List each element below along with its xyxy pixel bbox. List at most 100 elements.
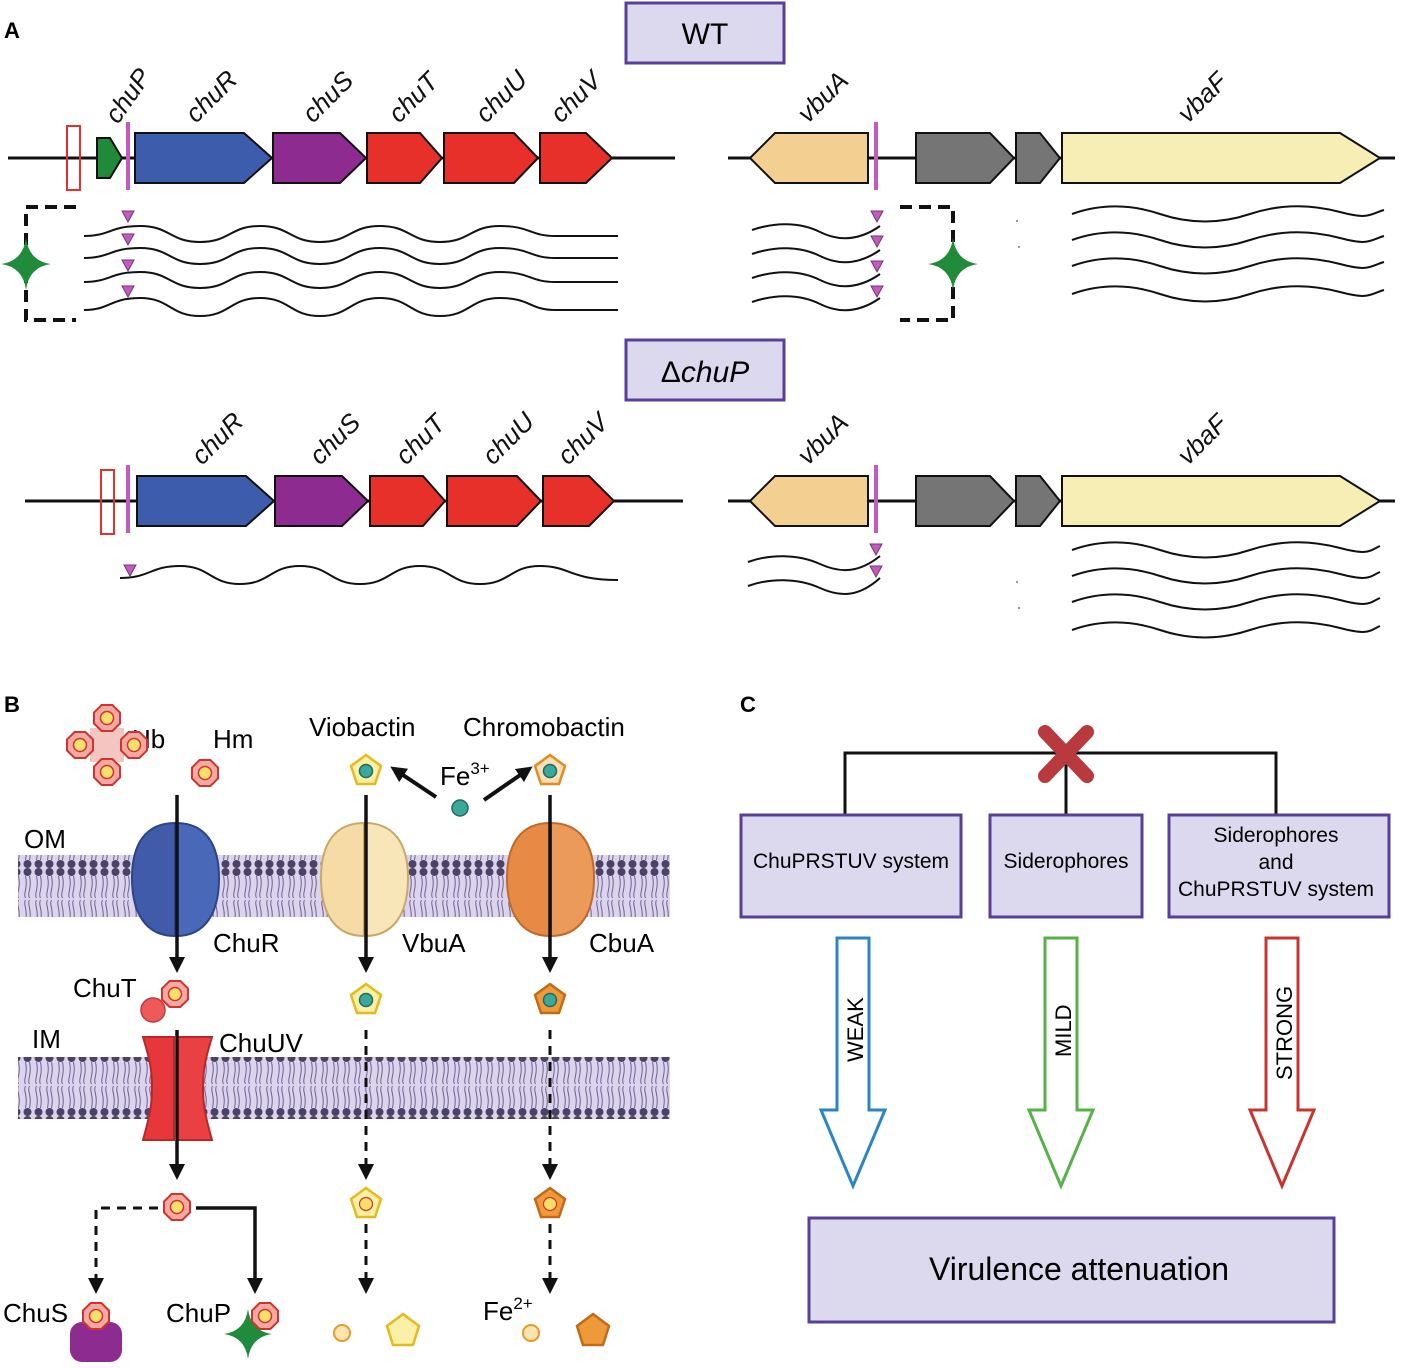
label-chuU-wt: chuU bbox=[469, 64, 533, 128]
wt-chu-transcripts bbox=[83, 224, 618, 318]
fe2-ion-icon bbox=[333, 1324, 351, 1342]
vbua-receptor-icon bbox=[319, 821, 410, 938]
gene-vbuA-mut bbox=[748, 475, 869, 527]
label-strong: STRONG bbox=[1272, 986, 1297, 1080]
cleavage-mark bbox=[123, 564, 137, 578]
wt-promoter-box bbox=[66, 125, 81, 191]
gene-chuT-mut bbox=[369, 475, 447, 527]
fe3-ion-icon bbox=[451, 799, 469, 817]
gene-chuT-wt bbox=[366, 132, 444, 184]
viobactin-fe-icon bbox=[349, 753, 383, 786]
label-fe3: Fe3+ bbox=[440, 759, 490, 791]
transcript bbox=[751, 247, 881, 264]
label-im: IM bbox=[32, 1024, 61, 1054]
viobactin-icon bbox=[349, 1186, 383, 1219]
label-vbuA-wt: vbuA bbox=[791, 65, 854, 128]
mutant-label: ΔchuP bbox=[661, 356, 749, 389]
gene-vbaF-mut bbox=[1061, 475, 1382, 527]
transcript bbox=[83, 296, 618, 318]
label-chuT-mut: chuT bbox=[389, 407, 453, 471]
transcript bbox=[83, 270, 618, 290]
gene-chuP-wt bbox=[96, 137, 124, 179]
label-fe2: Fe2+ bbox=[483, 1294, 533, 1326]
outcome-box bbox=[807, 1216, 1336, 1324]
wt-vbu-bracket bbox=[900, 205, 955, 322]
label-hm: Hm bbox=[213, 724, 253, 754]
arrow-weak bbox=[818, 936, 888, 1190]
label-chus: ChuS bbox=[3, 1298, 68, 1328]
arrow-mild bbox=[1026, 936, 1096, 1190]
red-cross-icon bbox=[1038, 725, 1094, 783]
box-both bbox=[1167, 813, 1391, 919]
chus-protein-icon bbox=[70, 1322, 122, 1362]
wt-label-box bbox=[624, 1, 786, 65]
gene-chuV-mut bbox=[542, 475, 616, 527]
inner-membrane bbox=[18, 1057, 670, 1119]
dot-marks bbox=[1016, 220, 1020, 248]
box-both-label-2: and bbox=[1258, 851, 1293, 874]
transcript bbox=[83, 246, 618, 266]
label-vbua: VbuA bbox=[402, 928, 466, 958]
gene-gray1-wt bbox=[915, 132, 1016, 184]
hemoglobin-icon bbox=[66, 704, 148, 786]
transcript bbox=[1071, 285, 1385, 303]
gene-gray2-wt bbox=[1015, 132, 1062, 184]
panel-b-letter: B bbox=[4, 692, 20, 717]
mut-vbu-cleavage-marks bbox=[869, 543, 883, 579]
heme-icon bbox=[251, 1302, 279, 1330]
gene-vbaF-wt bbox=[1061, 132, 1382, 184]
gene-chuR-mut bbox=[136, 475, 276, 527]
label-chur: ChuR bbox=[213, 928, 279, 958]
fe2-ion-icon bbox=[522, 1324, 540, 1342]
transcript bbox=[1071, 593, 1381, 611]
label-chuS-wt: chuS bbox=[296, 65, 360, 129]
label-chuV-wt: chuV bbox=[544, 63, 609, 128]
wt-chu-cleavage-marks bbox=[121, 210, 135, 299]
gene-chuU-wt bbox=[443, 132, 540, 184]
gene-gray2-mut bbox=[1015, 475, 1062, 527]
arrow bbox=[482, 766, 533, 802]
transcript bbox=[751, 295, 881, 312]
transcript bbox=[747, 555, 881, 572]
label-vbaF-wt: vbaF bbox=[1171, 65, 1235, 129]
label-chuR-mut: chuR bbox=[185, 406, 249, 470]
arrow bbox=[390, 766, 438, 799]
chup-protein-icon bbox=[224, 1309, 272, 1359]
outcome-label: Virulence attenuation bbox=[929, 1251, 1229, 1287]
heme-icon bbox=[163, 1193, 191, 1221]
cbua-receptor-icon bbox=[505, 821, 596, 938]
chuuv-transporter-icon bbox=[141, 1036, 214, 1141]
transcript bbox=[83, 224, 618, 244]
arrow bbox=[196, 1206, 263, 1294]
label-om: OM bbox=[24, 824, 66, 854]
mut-chu-operon bbox=[25, 465, 683, 535]
chromobactin-fe-icon bbox=[533, 982, 567, 1015]
label-vbaF-mut: vbaF bbox=[1171, 407, 1235, 471]
wt-label: WT bbox=[682, 18, 729, 51]
label-chuU-mut: chuU bbox=[476, 406, 540, 470]
wt-vbu-cleavage-marks bbox=[870, 210, 884, 299]
label-weak: WEAK bbox=[843, 997, 868, 1062]
label-cbua: CbuA bbox=[589, 928, 655, 958]
transcript bbox=[1071, 621, 1381, 639]
heme-icon bbox=[82, 1302, 110, 1330]
dot-marks bbox=[1016, 581, 1020, 609]
chur-receptor-icon bbox=[130, 821, 221, 938]
transcript bbox=[119, 564, 619, 586]
box-siderophores-label: Siderophores bbox=[1004, 850, 1129, 873]
gene-gray1-mut bbox=[915, 475, 1016, 527]
gene-chuU-mut bbox=[446, 475, 543, 527]
mut-vbu-locus bbox=[728, 465, 1395, 533]
wt-chu-operon bbox=[8, 122, 675, 191]
gene-chuV-wt bbox=[539, 132, 614, 184]
label-chuS-mut: chuS bbox=[303, 407, 367, 471]
mut-promoter-box bbox=[100, 469, 115, 535]
arrow-strong bbox=[1247, 936, 1317, 1190]
label-mild: MILD bbox=[1051, 1004, 1076, 1057]
panel-c-letter: C bbox=[740, 692, 756, 717]
transcript bbox=[1071, 257, 1385, 275]
box-siderophores bbox=[988, 813, 1144, 919]
transcript bbox=[1071, 205, 1385, 223]
mut-vbaF-transcripts bbox=[1071, 541, 1381, 639]
